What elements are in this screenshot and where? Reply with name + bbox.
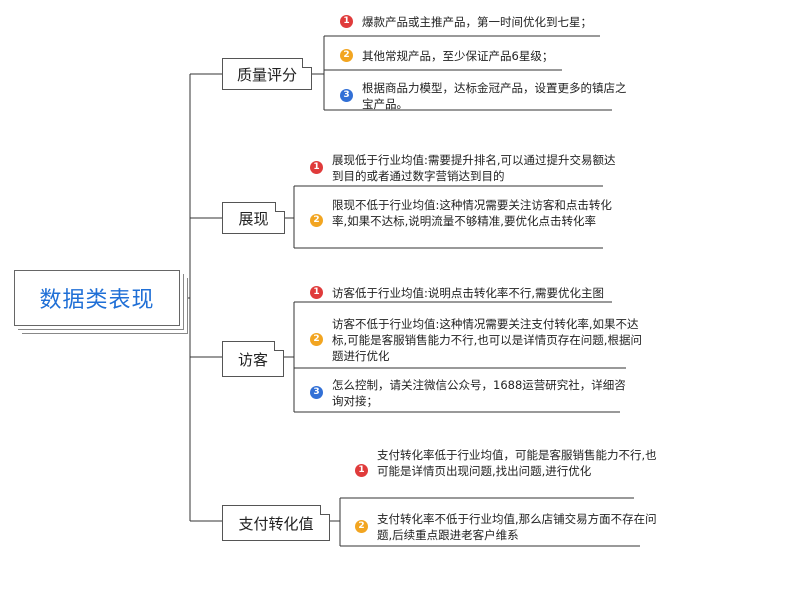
leaf-text: 展现低于行业均值:需要提升排名,可以通过提升交易额达到目的或者通过数字营销达到目… — [332, 153, 616, 183]
number-3-icon: 3 — [340, 89, 353, 102]
leaf-text: 根据商品力模型，达标金冠产品，设置更多的镇店之宝产品。 — [362, 81, 627, 111]
leaf-node[interactable]: 1 支付转化率低于行业均值，可能是客服销售能力不行,也可能是详情页出现问题,找出… — [355, 447, 657, 479]
branch-exposure[interactable]: 展现 — [222, 202, 285, 234]
leaf-node[interactable]: 2 限现不低于行业均值:这种情况需要关注访客和点击转化率,如果不达标,说明流量不… — [310, 197, 622, 229]
leaf-text: 访客不低于行业均值:这种情况需要关注支付转化率,如果不达标,可能是客服销售能力不… — [332, 317, 642, 363]
leaf-text: 爆款产品或主推产品，第一时间优化到七星； — [362, 15, 592, 29]
number-2-icon: 2 — [355, 520, 368, 533]
leaf-text: 其他常规产品，至少保证产品6星级； — [362, 49, 554, 63]
branch-quality-score[interactable]: 质量评分 — [222, 58, 312, 90]
leaf-node[interactable]: 1 展现低于行业均值:需要提升排名,可以通过提升交易额达到目的或者通过数字营销达… — [310, 152, 622, 184]
leaf-text: 支付转化率低于行业均值，可能是客服销售能力不行,也可能是详情页出现问题,找出问题… — [377, 448, 657, 478]
number-1-icon: 1 — [310, 161, 323, 174]
leaf-node[interactable]: 1 爆款产品或主推产品，第一时间优化到七星； — [340, 14, 632, 30]
number-1-icon: 1 — [340, 15, 353, 28]
root-label: 数据类表现 — [39, 288, 155, 313]
leaf-text: 限现不低于行业均值:这种情况需要关注访客和点击转化率,如果不达标,说明流量不够精… — [332, 198, 612, 228]
branch-label: 支付转化值 — [238, 514, 314, 533]
number-1-icon: 1 — [355, 464, 368, 477]
branch-label: 质量评分 — [236, 65, 297, 84]
leaf-node[interactable]: 3 根据商品力模型，达标金冠产品，设置更多的镇店之宝产品。 — [340, 80, 632, 112]
leaf-node[interactable]: 2 访客不低于行业均值:这种情况需要关注支付转化率,如果不达标,可能是客服销售能… — [310, 316, 644, 364]
leaf-text: 访客低于行业均值:说明点击转化率不行,需要优化主图 — [332, 286, 605, 300]
root-node[interactable]: 数据类表现 — [14, 270, 180, 326]
leaf-text: 支付转化率不低于行业均值,那么店铺交易方面不存在问题,后续重点跟进老客户维系 — [377, 512, 657, 542]
leaf-text: 怎么控制，请关注微信公众号，1688运营研究社，详细咨询对接； — [332, 378, 626, 408]
number-2-icon: 2 — [310, 333, 323, 346]
branch-visitors[interactable]: 访客 — [222, 341, 284, 377]
leaf-node[interactable]: 3 怎么控制，请关注微信公众号，1688运营研究社，详细咨询对接； — [310, 377, 637, 409]
number-1-icon: 1 — [310, 286, 323, 299]
leaf-node[interactable]: 1 访客低于行业均值:说明点击转化率不行,需要优化主图 — [310, 285, 642, 301]
leaf-node[interactable]: 2 支付转化率不低于行业均值,那么店铺交易方面不存在问题,后续重点跟进老客户维系 — [355, 511, 657, 543]
number-2-icon: 2 — [340, 49, 353, 62]
branch-label: 访客 — [237, 350, 268, 369]
leaf-node[interactable]: 2 其他常规产品，至少保证产品6星级； — [340, 48, 592, 64]
branch-payment-conversion[interactable]: 支付转化值 — [222, 505, 330, 541]
number-3-icon: 3 — [310, 386, 323, 399]
number-2-icon: 2 — [310, 214, 323, 227]
branch-label: 展现 — [238, 209, 269, 228]
